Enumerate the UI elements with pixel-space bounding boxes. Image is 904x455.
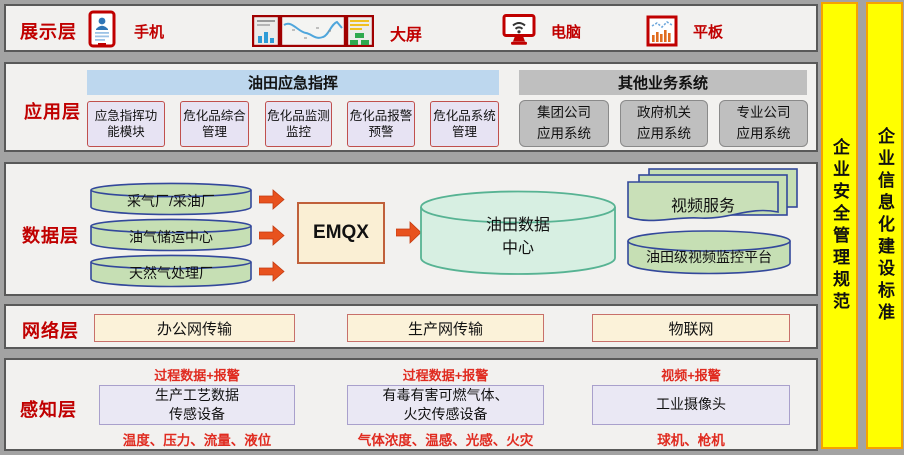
emergency-group-header: 油田应急指挥 [87,70,499,95]
perception-footer-2: 气体浓度、温感、光感、火灾 [357,433,534,448]
display-layer-band: 展示层 手机 [4,4,818,52]
data-layer-band: 数据层 采气厂/采油厂 油气储运中心 天然气处理厂 [4,162,818,296]
network-layer-label: 网络层 [22,321,79,341]
tablet-label: 平板 [693,24,724,41]
app-box-hazchem-management: 危化品综合 管理 [180,101,249,147]
perception-box-industrial-cameras: 工业摄像头 [592,385,790,425]
perception-layer-label: 感知层 [20,400,77,420]
app-box-emergency-modules: 应急指挥功 能模块 [87,101,165,147]
video-service-multidoc: 视频服务 [627,168,799,228]
gray-box-group-company: 集团公司 应用系统 [519,100,609,147]
arrow-icon [395,221,422,249]
source-cylinder-storage-center: 油气储运中心 [90,218,252,252]
perception-box-process-sensors: 生产工艺数据 传感设备 [99,385,295,425]
perception-header-1: 过程数据+报警 [154,368,240,383]
gray-box-professional: 专业公司 应用系统 [719,100,808,147]
source-cylinder-ngl-plant: 天然气处理厂 [90,254,252,288]
other-systems-header: 其他业务系统 [519,70,807,95]
perception-footer-3: 球机、枪机 [657,433,725,448]
emqx-broker-box: EMQX [297,202,385,264]
big-screen-icon [251,14,375,52]
arrow-icon [258,225,285,251]
oilfield-data-center-cylinder: 油田数据 中心 [420,190,616,276]
arrow-icon [258,189,285,215]
app-box-hazchem-monitoring: 危化品监测 监控 [265,101,332,147]
video-platform-cylinder: 油田级视频监控平台 [627,230,791,276]
application-layer-label: 应用层 [24,102,81,122]
app-box-hazchem-system: 危化品系统 管理 [430,101,499,147]
network-box-production: 生产网传输 [347,314,544,342]
perception-box-gas-fire-sensors: 有毒有害可燃气体、 火灾传感设备 [347,385,544,425]
data-layer-label: 数据层 [22,226,79,246]
phone-icon [88,10,116,53]
application-layer-band: 应用层 油田应急指挥 应急指挥功 能模块 危化品综合 管理 危化品监测 监控 危… [4,62,818,152]
app-box-hazchem-alarm: 危化品报警 预警 [347,101,415,147]
sidebar-informatization-standards: 企业信息化建设标准 [866,2,903,449]
computer-icon [502,13,536,52]
gray-box-government: 政府机关 应用系统 [620,100,708,147]
tablet-icon [646,15,678,52]
arrow-icon [258,261,285,287]
perception-header-3: 视频+报警 [661,368,721,383]
display-layer-label: 展示层 [20,22,77,42]
network-layer-band: 网络层 办公网传输 生产网传输 物联网 [4,304,818,349]
sidebar-safety-standards: 企业安全管理规范 [821,2,858,449]
big-screen-label: 大屏 [390,27,423,44]
network-box-iot: 物联网 [592,314,790,342]
source-cylinder-gas-plant: 采气厂/采油厂 [90,182,252,216]
perception-footer-1: 温度、压力、流量、液位 [122,433,272,448]
network-box-office: 办公网传输 [94,314,295,342]
perception-header-2: 过程数据+报警 [402,368,489,383]
phone-label: 手机 [134,24,165,41]
computer-label: 电脑 [551,24,582,41]
perception-layer-band: 感知层 过程数据+报警 生产工艺数据 传感设备 温度、压力、流量、液位 过程数据… [4,358,818,451]
